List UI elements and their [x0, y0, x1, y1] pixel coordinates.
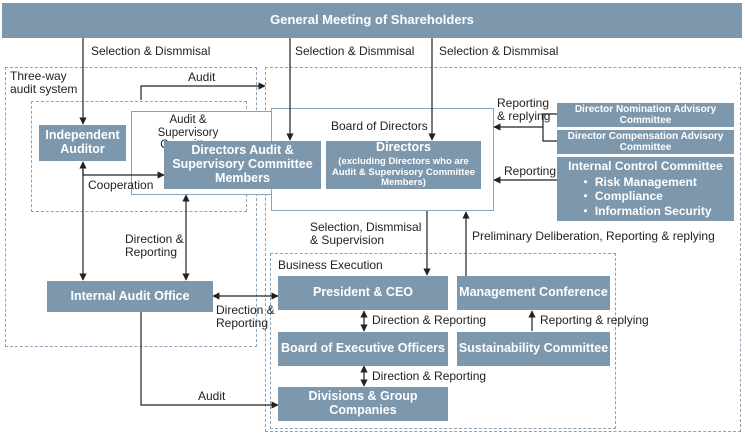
- reporting-replying-top-label: Reporting & replying: [497, 96, 551, 124]
- cooperation-label: Cooperation: [88, 178, 154, 192]
- direction-reporting-left-label: Direction & Reporting: [125, 232, 184, 260]
- management-conference-box: Management Conference: [457, 276, 610, 310]
- compliance-item: ・ Compliance: [579, 189, 663, 204]
- three-way-audit-group: [5, 67, 257, 347]
- preliminary-label: Preliminary Deliberation, Reporting & re…: [472, 229, 715, 243]
- internal-control-items: ・ Risk Management ・ Compliance ・ Informa…: [579, 175, 711, 218]
- audit-bottom-label: Audit: [198, 389, 226, 403]
- compensation-committee-box: Director Compensation Advisory Committee: [557, 130, 734, 154]
- reporting-label: Reporting: [504, 164, 557, 178]
- reporting-replying-bottom-label: Reporting & replying: [540, 313, 649, 327]
- divisions-group-box: Divisions & Group Companies: [278, 387, 448, 421]
- audit-top-label: Audit: [188, 70, 216, 84]
- business-execution-group: [270, 253, 616, 429]
- selection-label-2: Selection & Dismmisal: [295, 44, 415, 58]
- direction-reporting-1-label: Direction & Reporting: [372, 313, 487, 327]
- risk-management-item: ・ Risk Management: [579, 175, 697, 189]
- president-ceo-box: President & CEO: [278, 276, 448, 310]
- selection-supervision-label: Selection, Dismmisal & Supervision: [310, 220, 422, 248]
- general-meeting-header: General Meeting of Shareholders: [2, 3, 742, 38]
- internal-control-title: Internal Control Committee: [568, 158, 723, 173]
- sustainability-committee-box: Sustainability Committee: [457, 332, 610, 366]
- business-execution-label: Business Execution: [278, 258, 383, 272]
- directors-main-box: Directors (excluding Directors who are A…: [326, 141, 481, 189]
- selection-label-1: Selection & Dismmisal: [91, 44, 211, 58]
- direction-reporting-mid-label: Direction & Reporting: [216, 303, 275, 331]
- three-way-audit-label: Three-way audit system: [10, 69, 78, 96]
- information-security-item: ・ Information Security: [579, 203, 712, 218]
- direction-reporting-2-label: Direction & Reporting: [372, 369, 487, 383]
- executive-officers-box: Board of Executive Officers: [278, 332, 448, 366]
- directors-main-title: Directors: [376, 140, 431, 155]
- board-outer-group: [265, 67, 741, 432]
- directors-main-subtitle: (excluding Directors who are Audit & Sup…: [331, 156, 476, 189]
- directors-audit-box: Directors Audit & Supervisory Committee …: [164, 141, 321, 189]
- board-of-directors-label: Board of Directors: [331, 119, 428, 133]
- independent-auditor-box: Independent Auditor: [39, 125, 126, 161]
- internal-control-committee-box: Internal Control Committee ・ Risk Manage…: [557, 157, 734, 221]
- internal-audit-office-box: Internal Audit Office: [47, 281, 213, 312]
- selection-label-3: Selection & Dismmisal: [439, 44, 559, 58]
- nomination-committee-box: Director Nomination Advisory Committee: [557, 103, 734, 127]
